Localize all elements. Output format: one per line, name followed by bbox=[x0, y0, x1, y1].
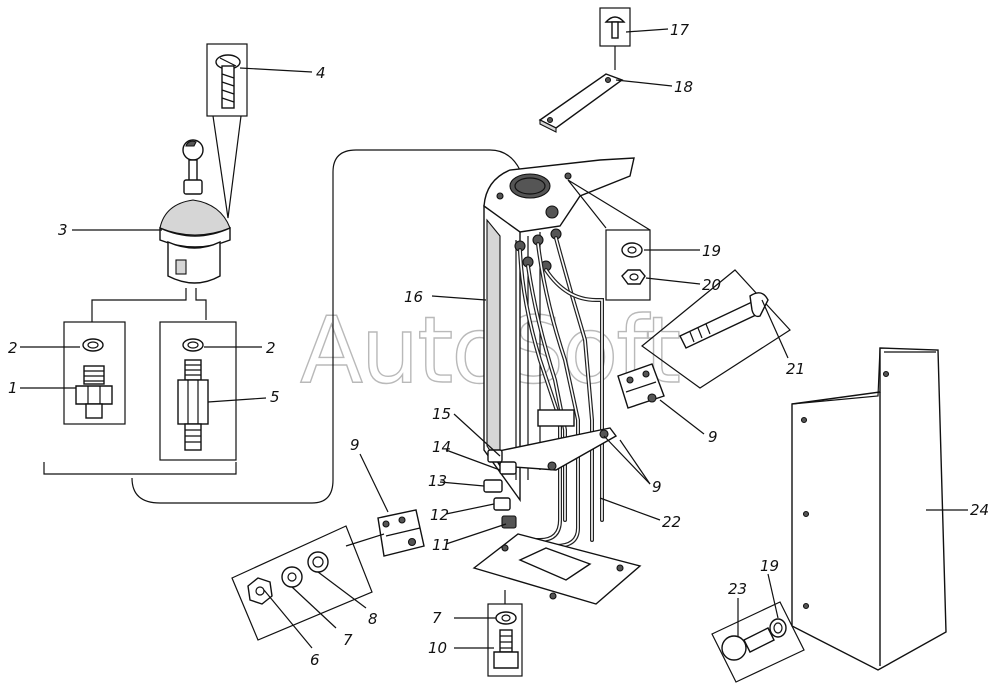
callout-4: 4 bbox=[316, 64, 326, 82]
callout-17: 17 bbox=[670, 21, 690, 39]
callout-13: 13 bbox=[428, 472, 447, 490]
callout-19-top: 19 bbox=[702, 242, 721, 260]
callout-24: 24 bbox=[970, 501, 989, 519]
callout-9-left: 9 bbox=[350, 436, 360, 454]
part-18-plate bbox=[538, 73, 624, 133]
callout-14: 14 bbox=[432, 438, 451, 456]
callout-3: 3 bbox=[58, 221, 68, 239]
part-9-clamp-left bbox=[377, 509, 425, 557]
lower-fittings bbox=[483, 449, 517, 529]
callout-8: 8 bbox=[368, 610, 378, 628]
part-22-tubes bbox=[518, 236, 604, 548]
callout-2-right: 2 bbox=[266, 339, 276, 357]
callout-5: 5 bbox=[270, 388, 280, 406]
part-23-bolt bbox=[721, 627, 775, 661]
part-1-fitting bbox=[75, 365, 113, 419]
callout-20: 20 bbox=[702, 276, 721, 294]
part-16-valve-panel bbox=[472, 157, 642, 605]
part-7-washer-left bbox=[281, 566, 303, 588]
part-6-nut bbox=[247, 577, 273, 605]
callout-15: 15 bbox=[432, 405, 451, 423]
callout-19-bottom: 19 bbox=[760, 557, 779, 575]
part-4-screw bbox=[206, 43, 248, 117]
part-19-washer-top bbox=[621, 242, 643, 258]
leader-lines bbox=[20, 28, 968, 649]
control-lever-group bbox=[43, 43, 529, 504]
callout-23: 23 bbox=[728, 580, 747, 598]
part-2-washer-right bbox=[182, 338, 204, 352]
callout-12: 12 bbox=[430, 506, 449, 524]
part-19-washer-bottom bbox=[769, 618, 787, 638]
part-17-screw bbox=[599, 7, 631, 70]
callout-10: 10 bbox=[428, 639, 447, 657]
part-8-washer bbox=[307, 551, 329, 573]
callout-9-right: 9 bbox=[708, 428, 718, 446]
callout-7-bottom: 7 bbox=[432, 609, 442, 627]
part-3-lever-housing bbox=[159, 139, 231, 284]
callout-2-left: 2 bbox=[8, 339, 18, 357]
callout-7-left: 7 bbox=[343, 631, 353, 649]
callout-21: 21 bbox=[786, 360, 805, 378]
part-2-washer-left bbox=[82, 338, 104, 352]
part-20-nut bbox=[621, 269, 646, 285]
part-5-coupling bbox=[177, 359, 209, 451]
callout-18: 18 bbox=[674, 78, 693, 96]
part-21-bolt bbox=[679, 292, 769, 349]
part-24-cover bbox=[791, 347, 947, 671]
callout-11: 11 bbox=[432, 536, 451, 554]
callout-16: 16 bbox=[404, 288, 423, 306]
callout-labels: 1 2 2 3 4 5 6 7 7 8 9 9 9 10 11 12 13 14… bbox=[8, 21, 989, 669]
callout-22: 22 bbox=[662, 513, 681, 531]
callout-6: 6 bbox=[310, 651, 320, 669]
part-7-washer-bottom bbox=[495, 611, 517, 625]
part-9-clamp-right bbox=[617, 363, 665, 409]
callout-9-center: 9 bbox=[652, 478, 662, 496]
callout-1: 1 bbox=[8, 379, 18, 397]
part-10-bolt bbox=[493, 629, 519, 669]
